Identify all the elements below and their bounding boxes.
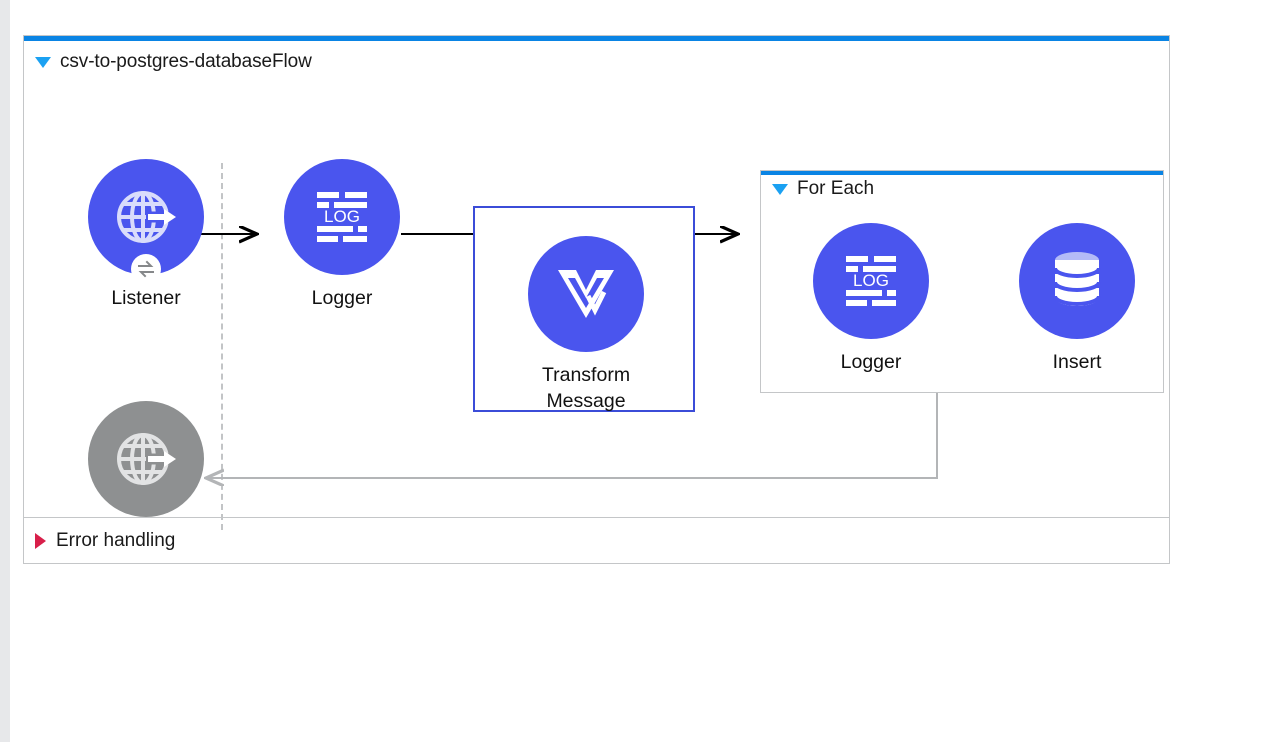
node-label-insert: Insert [1052, 351, 1102, 373]
flow-header[interactable]: csv-to-postgres-databaseFlow [24, 41, 1169, 83]
log-icon: LOG [317, 192, 367, 242]
canvas-left-gutter [0, 0, 10, 742]
error-handling-title: Error handling [56, 529, 176, 551]
source-divider [221, 163, 223, 530]
node-response-listener[interactable] [76, 401, 216, 527]
exchange-arrows-icon [131, 254, 161, 284]
insert-icon-circle[interactable] [1019, 223, 1135, 339]
logger-icon-circle[interactable]: LOG [284, 159, 400, 275]
node-insert[interactable]: Insert [1007, 223, 1147, 375]
node-scope-logger[interactable]: LOG Logger [801, 223, 941, 375]
node-transform-message[interactable]: Transform Message [516, 236, 656, 414]
globe-arrow-icon [117, 191, 176, 243]
triangle-right-icon[interactable] [35, 532, 46, 549]
scope-header[interactable]: For Each [772, 178, 874, 200]
triangle-down-icon[interactable] [772, 183, 788, 195]
node-label-scope-logger: Logger [840, 351, 902, 373]
database-icon [1053, 252, 1101, 306]
flow-container[interactable]: csv-to-postgres-databaseFlow [23, 35, 1170, 564]
svg-text:LOG: LOG [853, 271, 889, 290]
node-label-transform: Transform Message [541, 364, 631, 412]
globe-arrow-icon [117, 433, 176, 485]
svg-text:LOG: LOG [324, 207, 360, 226]
flow-title: csv-to-postgres-databaseFlow [60, 51, 312, 72]
flow-body: Listener [24, 83, 1169, 530]
response-icon-circle[interactable] [88, 401, 204, 517]
error-handling-section[interactable]: Error handling [24, 517, 1169, 563]
node-label-logger: Logger [311, 287, 373, 309]
flow-accent-bar [24, 36, 1169, 41]
dataweave-icon [558, 270, 614, 318]
transform-icon-circle[interactable] [528, 236, 644, 352]
node-listener[interactable]: Listener [76, 159, 216, 311]
scope-logger-icon-circle[interactable]: LOG [813, 223, 929, 339]
scope-accent-bar [761, 171, 1163, 175]
triangle-down-icon[interactable] [35, 56, 51, 68]
scope-title: For Each [797, 178, 875, 199]
listener-icon-circle[interactable] [88, 159, 204, 284]
node-transform-message-frame[interactable]: Transform Message [473, 206, 695, 412]
log-icon: LOG [846, 256, 896, 306]
node-label-listener: Listener [111, 287, 181, 309]
node-logger[interactable]: LOG Logger [272, 159, 412, 311]
scope-for-each[interactable]: For Each [760, 170, 1164, 393]
